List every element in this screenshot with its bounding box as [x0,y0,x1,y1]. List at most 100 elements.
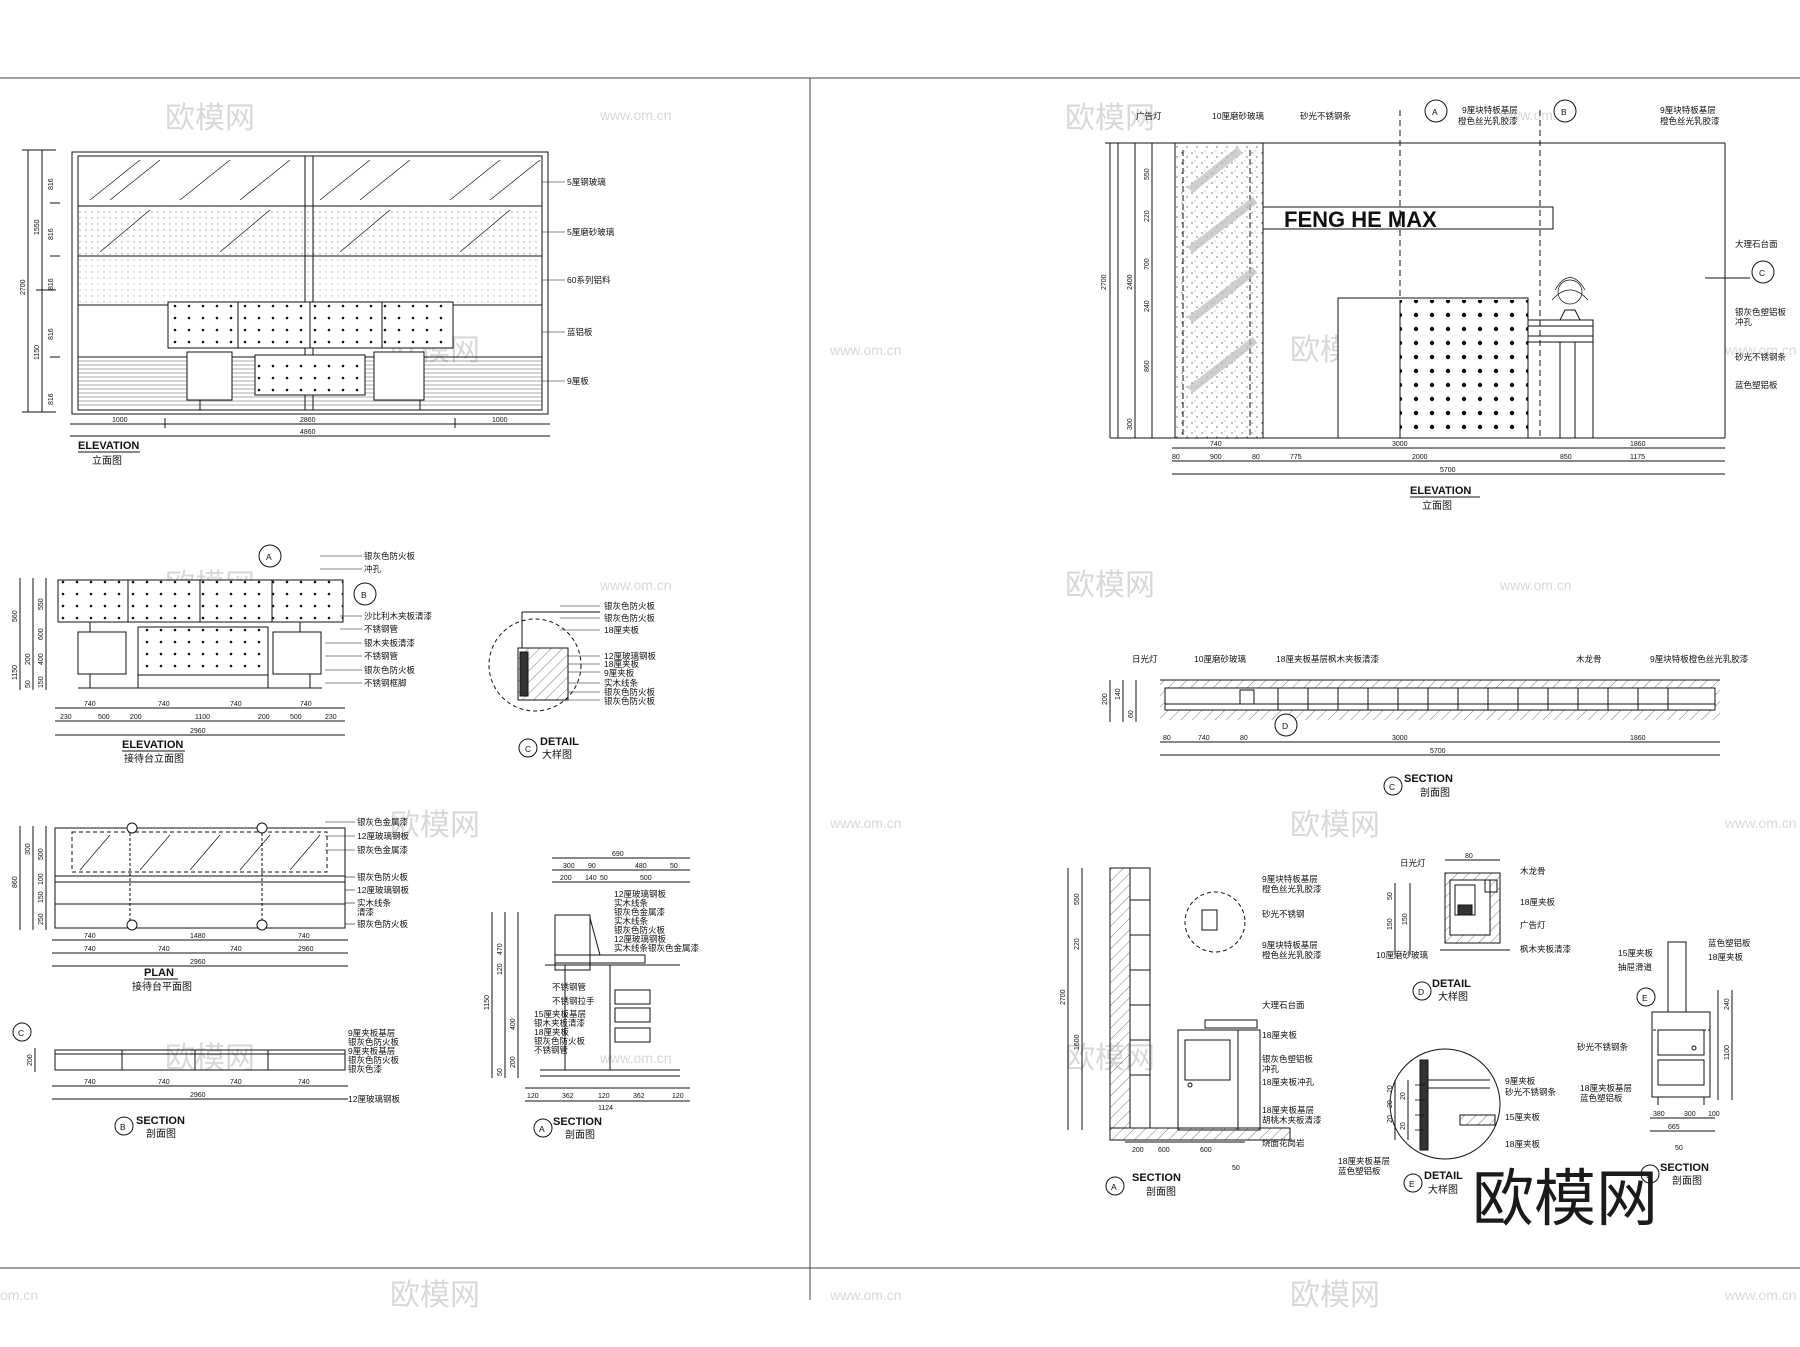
svg-text:www.om.cn: www.om.cn [1724,815,1797,831]
svg-text:100: 100 [38,873,45,885]
svg-text:18厘夹板: 18厘夹板 [1520,897,1555,907]
svg-text:12厘玻璃钢板: 12厘玻璃钢板 [604,651,656,661]
svg-text:80: 80 [1172,454,1180,461]
svg-text:木龙骨: 木龙骨 [1520,866,1546,876]
svg-text:剖面图: 剖面图 [1672,1174,1702,1187]
svg-text:740: 740 [1198,735,1210,742]
svg-text:蓝色塑铝板: 蓝色塑铝板 [1708,938,1751,948]
svg-text:不锈钢拉手: 不锈钢拉手 [552,996,595,1006]
svg-text:枫木夹板清漆: 枫木夹板清漆 [1520,944,1572,954]
right-elevation [1105,99,1775,475]
svg-text:D: D [1282,721,1288,731]
svg-text:A: A [1111,1182,1117,1192]
svg-text:50: 50 [497,1068,504,1076]
svg-text:80: 80 [1252,454,1260,461]
svg-text:冲孔: 冲孔 [1262,1064,1280,1074]
section-b-right-text: E 240 1100 380 300 100 665 50 蓝色塑铝板 15厘夹… [1577,938,1751,1187]
svg-text:银灰色金属漆: 银灰色金属漆 [357,845,409,855]
svg-text:850: 850 [1560,454,1572,461]
svg-text:200: 200 [25,653,32,665]
svg-text:C: C [1389,782,1395,792]
detail-d-text: 80 50 150 150 日光灯 木龙骨 18厘夹板 广告灯 10厘磨砂玻璃 … [1376,853,1572,1003]
svg-text:剖面图: 剖面图 [1146,1185,1176,1198]
svg-text:740: 740 [158,1079,170,1086]
reception-labels: 银灰色防火板 冲孔 沙比利木夹板清漆 不锈钢管 银木夹板清漆 不锈钢管 银灰色防… [320,551,433,688]
svg-text:380: 380 [1653,1111,1665,1118]
svg-text:600: 600 [1158,1147,1170,1154]
detail-c-labels: 银灰色防火板 银灰色防火板 18厘夹板 12厘玻璃钢板 18厘夹板 9厘夹板 实… [525,601,656,761]
svg-text:蓝色塑铝板: 蓝色塑铝板 [1735,380,1778,390]
svg-text:B: B [1561,107,1567,117]
svg-text:12厘玻璃钢板: 12厘玻璃钢板 [357,885,409,895]
svg-text:816: 816 [48,228,55,240]
svg-text:50: 50 [670,863,678,870]
svg-text:10厘磨砂玻璃: 10厘磨砂玻璃 [1212,111,1264,121]
svg-text:60系列铝料: 60系列铝料 [567,275,611,285]
svg-text:接待台平面图: 接待台平面图 [132,980,192,993]
right-elevation-labels: 广告灯 10厘磨砂玻璃 砂光不锈钢条 9厘块特板基层 橙色丝光乳胶漆 9厘块特板… [1136,105,1787,390]
svg-text:立面图: 立面图 [92,454,122,467]
svg-text:220: 220 [1074,938,1081,950]
svg-text:50: 50 [25,680,32,688]
svg-text:欧模网: 欧模网 [390,808,480,843]
svg-text:50: 50 [600,875,608,882]
svg-text:600: 600 [1200,1147,1212,1154]
svg-text:ELEVATION: ELEVATION [78,440,139,452]
section-a-left-text: 690 300 90 480 50 200 140 50 500 470 120… [484,851,700,1141]
svg-text:2960: 2960 [190,959,206,966]
svg-text:大样图: 大样图 [542,748,572,761]
svg-text:20: 20 [1387,1100,1394,1108]
svg-text:18厘夹板基层: 18厘夹板基层 [1580,1083,1632,1093]
svg-text:18厘夹板: 18厘夹板 [1505,1139,1540,1149]
svg-text:实木线条: 实木线条 [604,678,639,688]
svg-text:740: 740 [158,946,170,953]
svg-text:200: 200 [130,714,142,721]
svg-text:www.om.cn: www.om.cn [829,815,902,831]
svg-text:120: 120 [598,1093,610,1100]
svg-text:1100: 1100 [1724,1045,1731,1060]
svg-text:362: 362 [633,1093,645,1100]
svg-text:2000: 2000 [1412,454,1428,461]
svg-text:500: 500 [98,714,110,721]
svg-text:SECTION: SECTION [136,1115,185,1127]
svg-text:冲孔: 冲孔 [1735,317,1753,327]
svg-text:18厘夹板: 18厘夹板 [1262,1030,1297,1040]
svg-text:银灰色防火板: 银灰色防火板 [348,1055,400,1065]
svg-text:15厘夹板: 15厘夹板 [1618,948,1653,958]
caption-plan: PLAN 接待台平面图 [132,967,192,993]
svg-text:大理石台面: 大理石台面 [1735,239,1778,249]
svg-text:不锈钢框脚: 不锈钢框脚 [364,678,407,688]
svg-text:抽屉滑道: 抽屉滑道 [1618,962,1653,972]
svg-text:橙色丝光乳胶漆: 橙色丝光乳胶漆 [1262,950,1322,960]
svg-text:120: 120 [497,963,504,975]
svg-text:银木夹板清漆: 银木夹板清漆 [534,1018,586,1028]
svg-text:E: E [1642,993,1648,1003]
svg-text:2400: 2400 [1127,274,1134,290]
svg-text:om.cn: om.cn [0,1287,38,1303]
plan [19,822,348,967]
svg-text:9厘夹板: 9厘夹板 [1505,1076,1536,1086]
svg-text:www.om.cn: www.om.cn [1499,107,1572,123]
svg-text:2960: 2960 [190,1092,206,1099]
svg-text:砂光不锈钢条: 砂光不锈钢条 [1577,1042,1629,1052]
svg-text:150: 150 [38,891,45,903]
plan-labels: 银灰色金属漆 12厘玻璃钢板 银灰色金属漆 银灰色防火板 12厘玻璃钢板 实木线… [325,817,409,929]
svg-text:橙色丝光乳胶漆: 橙色丝光乳胶漆 [1458,116,1518,126]
svg-text:20: 20 [1400,1122,1407,1130]
svg-text:500: 500 [290,714,302,721]
svg-text:665: 665 [1668,1124,1680,1131]
svg-text:2700: 2700 [20,279,27,295]
detail-c [488,605,600,758]
svg-text:www.om.cn: www.om.cn [599,1050,672,1066]
svg-text:550: 550 [1144,168,1151,180]
svg-text:实木线条: 实木线条 [357,898,392,908]
brand-watermark: 欧模网 [1472,1162,1658,1235]
svg-text:50: 50 [1232,1165,1240,1172]
svg-text:9厘夹板基层: 9厘夹板基层 [348,1046,395,1056]
svg-text:剖面图: 剖面图 [1420,786,1450,799]
svg-text:18厘夹板: 18厘夹板 [604,625,639,635]
section-a-right-text: 550 220 2700 1600 200 600 600 50 9厘块特板基层… [1060,874,1322,1198]
svg-text:银灰色塑铝板: 银灰色塑铝板 [1735,307,1787,317]
svg-text:www.om.cn: www.om.cn [1724,1287,1797,1303]
svg-text:740: 740 [84,701,96,708]
